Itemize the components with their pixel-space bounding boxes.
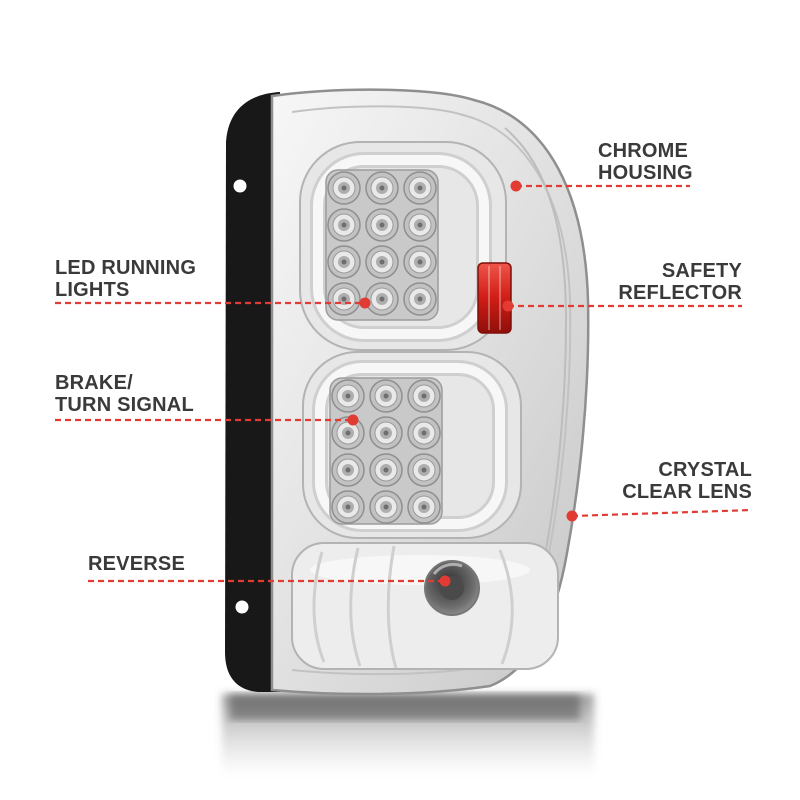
callout-text: CRYSTAL — [658, 459, 752, 481]
callout-line-crystal-clear-lens — [571, 508, 753, 518]
callout-label-chrome-housing: CHROME HOUSING — [598, 140, 693, 184]
callout-label-reverse: REVERSE — [88, 553, 185, 575]
callout-label-crystal-clear-lens: CRYSTAL CLEAR LENS — [622, 459, 752, 503]
callout-text: REVERSE — [88, 553, 185, 575]
callout-dot-safety-reflector — [502, 300, 514, 312]
callout-text: LED RUNNING — [55, 257, 197, 279]
callout-leaders — [55, 180, 753, 587]
callout-text: CHROME — [598, 140, 689, 162]
callout-text: LIGHTS — [55, 279, 130, 301]
callout-dot-brake-turn-signal — [347, 414, 359, 426]
safety-reflector-element — [477, 262, 512, 334]
callout-dot-chrome-housing — [510, 180, 522, 192]
mounting-flange — [225, 92, 280, 692]
callout-text: REFLECTOR — [618, 282, 742, 304]
callout-text: TURN SIGNAL — [55, 394, 194, 416]
brake-turn-signal-section — [302, 351, 522, 539]
callout-label-brake-turn-signal: BRAKE/ TURN SIGNAL — [55, 372, 194, 416]
screw-hole-bottom — [235, 600, 249, 614]
reverse-light-section — [291, 542, 559, 670]
callout-dot-reverse — [439, 575, 451, 587]
floor-reflection — [222, 694, 594, 776]
callout-text: CLEAR LENS — [622, 481, 752, 503]
callout-label-safety-reflector: SAFETY REFLECTOR — [618, 260, 742, 304]
crystal-clear-lens-edge — [504, 127, 568, 601]
callout-dot-led-running-lights — [359, 297, 371, 309]
callout-label-led-running-lights: LED RUNNING LIGHTS — [55, 257, 196, 301]
led-running-lights-section — [299, 141, 507, 351]
callout-text: BRAKE/ — [55, 372, 133, 394]
screw-hole-top — [233, 179, 247, 193]
callout-dot-crystal-clear-lens — [566, 510, 578, 522]
callout-text: SAFETY — [661, 260, 742, 282]
callout-text: HOUSING — [598, 162, 693, 184]
